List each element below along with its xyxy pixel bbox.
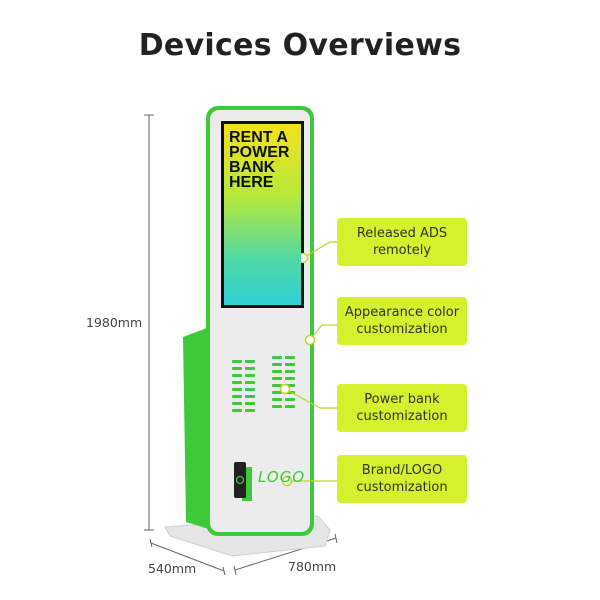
panel-logo: LOGO: [258, 468, 306, 486]
callout-ads: Released ADS remotely: [337, 218, 467, 266]
kiosk-side-panel: [183, 326, 212, 530]
phone-holder: [242, 467, 252, 501]
screen-headline: RENT A POWER BANK HERE: [229, 129, 290, 191]
width-dimension: 780mm: [288, 559, 337, 574]
leader-lines: [284, 241, 337, 482]
power-bank-slots: [232, 356, 295, 412]
page-title: Devices Overviews: [138, 28, 462, 63]
callout-power-bank: Power bank customization: [337, 384, 467, 432]
height-dimension: 1980mm: [86, 315, 143, 330]
phone-icon: [234, 462, 246, 498]
callout-brand-logo: Brand/LOGO customization: [337, 455, 467, 503]
callout-appearance: Appearance color customization: [337, 297, 467, 345]
depth-dimension: 540mm: [148, 561, 197, 576]
kiosk-screen: RENT A POWER BANK HERE: [224, 124, 301, 305]
